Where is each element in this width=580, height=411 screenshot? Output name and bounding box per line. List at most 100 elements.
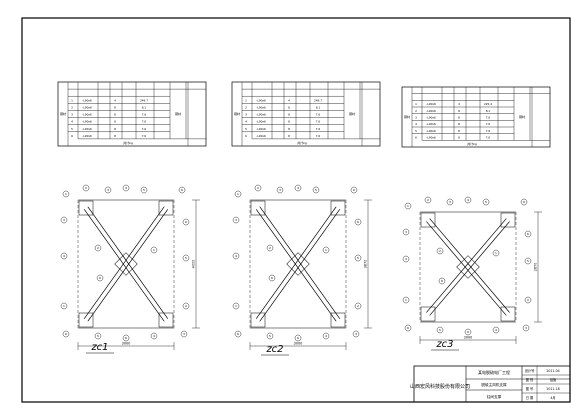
callout-label: 5 [97,334,99,338]
gusset-plate [330,200,346,216]
callout-circle [178,186,186,194]
table-cell: 4 [288,98,290,102]
title-block-value: 4月 [550,396,555,400]
table-cell: -L90x6 [256,113,266,117]
sheet-border [21,17,571,403]
table-cell: 7.6 [486,122,491,126]
callout-circle [82,184,90,192]
callout-label: 6 [181,188,183,192]
callout-circle [520,198,528,206]
callout-circle [522,324,530,332]
callout-label: 5 [315,188,317,192]
table-cell: 2 [71,105,73,109]
callout-circle [60,252,68,260]
table-cell: 3 [245,113,247,117]
gusset-plate [78,200,94,216]
table-cell: -L90x6 [82,134,92,138]
title-block-value: 2011-18 [546,387,559,391]
callout-circle [140,186,148,194]
table-cell: -L90x6 [82,98,92,102]
callout-label: 6 [185,220,187,224]
callout-label: 5 [269,334,271,338]
callout-label: 2 [439,249,441,253]
table-cell: 8 [288,105,290,109]
table-cell: 3 [71,113,73,117]
callout-circle [354,218,362,226]
callout-label: 2 [257,186,259,190]
callout-circle [232,252,240,260]
callout-circle [94,244,102,252]
callout-circle [266,332,274,340]
table-cell: 8 [288,134,290,138]
gusset-plate [420,306,436,322]
table-cell: 7.6 [142,127,147,131]
table-cell: 2 [245,105,247,109]
table-total-label: 共计kg [297,140,307,145]
callout-circle [266,244,274,252]
callout-circle [276,186,284,194]
center-plate [114,252,138,276]
table-cell: 8 [114,134,116,138]
callout-circle [354,302,362,310]
callout-label: 6 [441,279,443,283]
callout-circle [464,328,472,336]
table-cell: 4 [71,120,73,124]
callout-label: 6 [99,276,101,280]
callout-circle [354,254,362,262]
table-section-label: 钢材 [60,111,66,116]
table-cell: 8 [458,135,460,139]
callout-circle [234,330,242,338]
table-cell: -L90x6 [426,109,436,113]
callout-label: 5 [527,259,529,263]
callout-label: 3 [279,188,281,192]
callout-label: 1 [153,248,155,252]
table-cell: -L90x6 [426,135,436,139]
table-cell: 7.6 [486,135,491,139]
callout-label: 1 [495,251,497,255]
table-cell: 1 [71,98,73,102]
callout-circle [294,334,302,342]
brace-member [426,218,507,313]
callout-label: 5 [357,256,359,260]
title-block-label: 设计号 [525,368,535,373]
table-cell: -L90x6 [256,98,266,102]
table-cell: -L90x6 [426,102,436,106]
table-cell: 8 [114,120,116,124]
callout-label: 6 [407,326,409,330]
gusset-plate [500,306,516,322]
table-note: 钢材 [175,111,181,116]
callout-label: 4 [467,198,469,202]
table-cell: 225.4 [484,102,492,106]
callout-circle [402,296,410,304]
gusset-plate [420,212,436,228]
callout-circle [402,228,410,236]
table-cell: 1 [245,98,247,102]
callout-label: 6 [237,332,239,336]
callout-circle [150,246,158,254]
callout-label: 4 [125,186,127,190]
width-dimension: 3000 [294,342,303,346]
table-cell: 7.6 [316,120,321,124]
table-cell: 8.1 [486,109,491,113]
brace-member [429,221,510,316]
title-block-label: 图 号 [526,386,533,391]
table-cell: 5 [71,127,73,131]
callout-label: 3 [449,200,451,204]
callout-circle [322,332,330,340]
callout-label: 2 [527,298,529,302]
table-cell: 8 [288,127,290,131]
project-name: 某电脱硫电厂工程 [478,369,510,375]
drawing-label: zc2 [265,344,283,355]
callout-circle [234,190,242,198]
callout-circle [352,330,360,338]
table-cell: 2 [415,109,417,113]
callout-label: 4 [235,254,237,258]
table-cell: 8 [114,113,116,117]
callout-label: 1 [235,304,237,308]
callout-circle [464,196,472,204]
brace-member [83,206,165,319]
callout-circle [104,186,112,194]
callout-label: 1 [407,204,409,208]
